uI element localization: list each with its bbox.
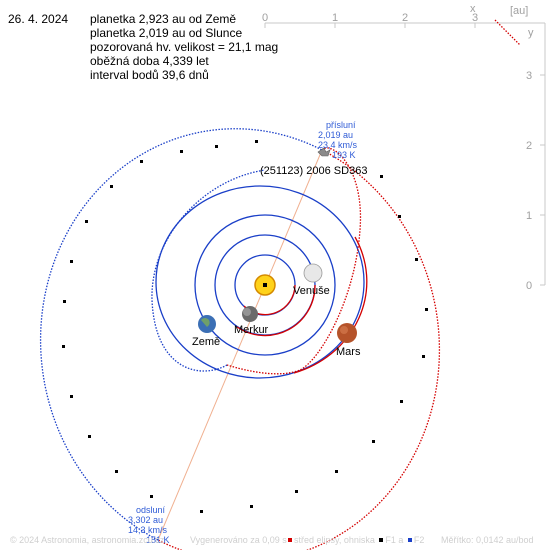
date: 26. 4. 2024	[8, 12, 69, 26]
y-tick-2: 2	[526, 140, 532, 152]
info-line-magnitude: pozorovaná hv. velikost = 21,1 mag	[90, 40, 279, 54]
perihelion-speed: 23,4 km/s	[318, 140, 358, 150]
venus-orbit-below	[236, 284, 316, 337]
y-axis-label: y	[528, 27, 534, 39]
y-tick-3: 3	[526, 70, 532, 82]
aphelion-speed: 14,3 km/s	[128, 525, 168, 535]
aphelion-label: odsluní	[136, 505, 166, 515]
legend-center-marker	[288, 538, 292, 543]
sun	[254, 274, 276, 296]
footer-copyright: © 2024 Astronomia, astronomia.zcu.cz	[10, 535, 165, 545]
x-tick-2: 2	[402, 12, 408, 24]
info-line-period: oběžná doba 4,339 let	[90, 54, 209, 68]
x-axis-ticks	[264, 23, 476, 28]
asteroid-orbit-above	[157, 149, 441, 550]
perihelion-label: přísluní	[326, 120, 356, 130]
info-line-interval: interval bodů 39,6 dnů	[90, 68, 209, 82]
axis-unit: [au]	[510, 5, 528, 17]
legend-center-label: střed elipsy, ohniska	[294, 535, 375, 545]
mercury-label: Merkur	[234, 324, 269, 336]
earth-planet	[198, 315, 216, 333]
mars-planet	[337, 323, 357, 343]
asteroid-orbit	[39, 19, 521, 550]
y-tick-1: 1	[526, 210, 532, 222]
footer-scale: Měřítko: 0,0142 au/bod	[441, 535, 534, 545]
perihelion-temperature: 193 K	[332, 150, 356, 160]
y-tick-0: 0	[526, 280, 532, 292]
legend-f1-marker	[379, 538, 384, 543]
footer-generated: Vygenerováno za 0,09 s	[190, 535, 287, 545]
asteroid-name: (251123) 2006 SD363	[260, 165, 367, 177]
x-tick-0: 0	[262, 12, 268, 24]
legend-f2-marker	[407, 538, 412, 543]
venus-label: Venuše	[293, 285, 330, 297]
mercury-planet	[242, 306, 258, 322]
mars-label: Mars	[336, 346, 361, 358]
perihelion-info: přísluní 2,019 au 23,4 km/s 193 K	[318, 120, 358, 160]
venus-planet	[303, 263, 323, 283]
asteroid-orbit-points	[62, 140, 428, 513]
apsis-line	[157, 149, 323, 541]
earth-label: Země	[192, 336, 220, 348]
info-line-earth-distance: planetka 2,923 au od Země	[90, 12, 237, 26]
mars-orbit-below	[293, 236, 368, 374]
asteroid-orbit-outer-arc	[494, 19, 521, 46]
aphelion-distance: 3,302 au	[128, 515, 163, 525]
earth-orbit	[194, 214, 336, 356]
aphelion-temperature: 151 K	[146, 535, 170, 545]
aphelion-info: odsluní 3,302 au 14,3 km/s 151 K	[128, 505, 170, 545]
perihelion-distance: 2,019 au	[318, 130, 353, 140]
legend-f2-label: F2	[413, 535, 425, 545]
asteroid-marker	[317, 147, 331, 157]
x-tick-3: 3	[472, 12, 478, 24]
y-axis-ticks	[540, 74, 545, 286]
asteroid-orbit-below	[39, 128, 323, 541]
x-tick-1: 1	[332, 12, 338, 24]
asteroid-orbit-inner-red	[226, 147, 362, 375]
mars-orbit	[155, 185, 365, 379]
info-line-sun-distance: planetka 2,019 au od Slunce	[90, 26, 243, 40]
x-axis-label: x	[470, 3, 476, 15]
info-panel: planetka 2,923 au od Země planetka 2,019…	[90, 12, 278, 82]
legend-f1-label: F1 a	[385, 535, 404, 545]
footer-legend: střed elipsy, ohniska F1 a F2	[286, 535, 424, 545]
asteroid-orbit-inner-segment	[151, 169, 266, 372]
